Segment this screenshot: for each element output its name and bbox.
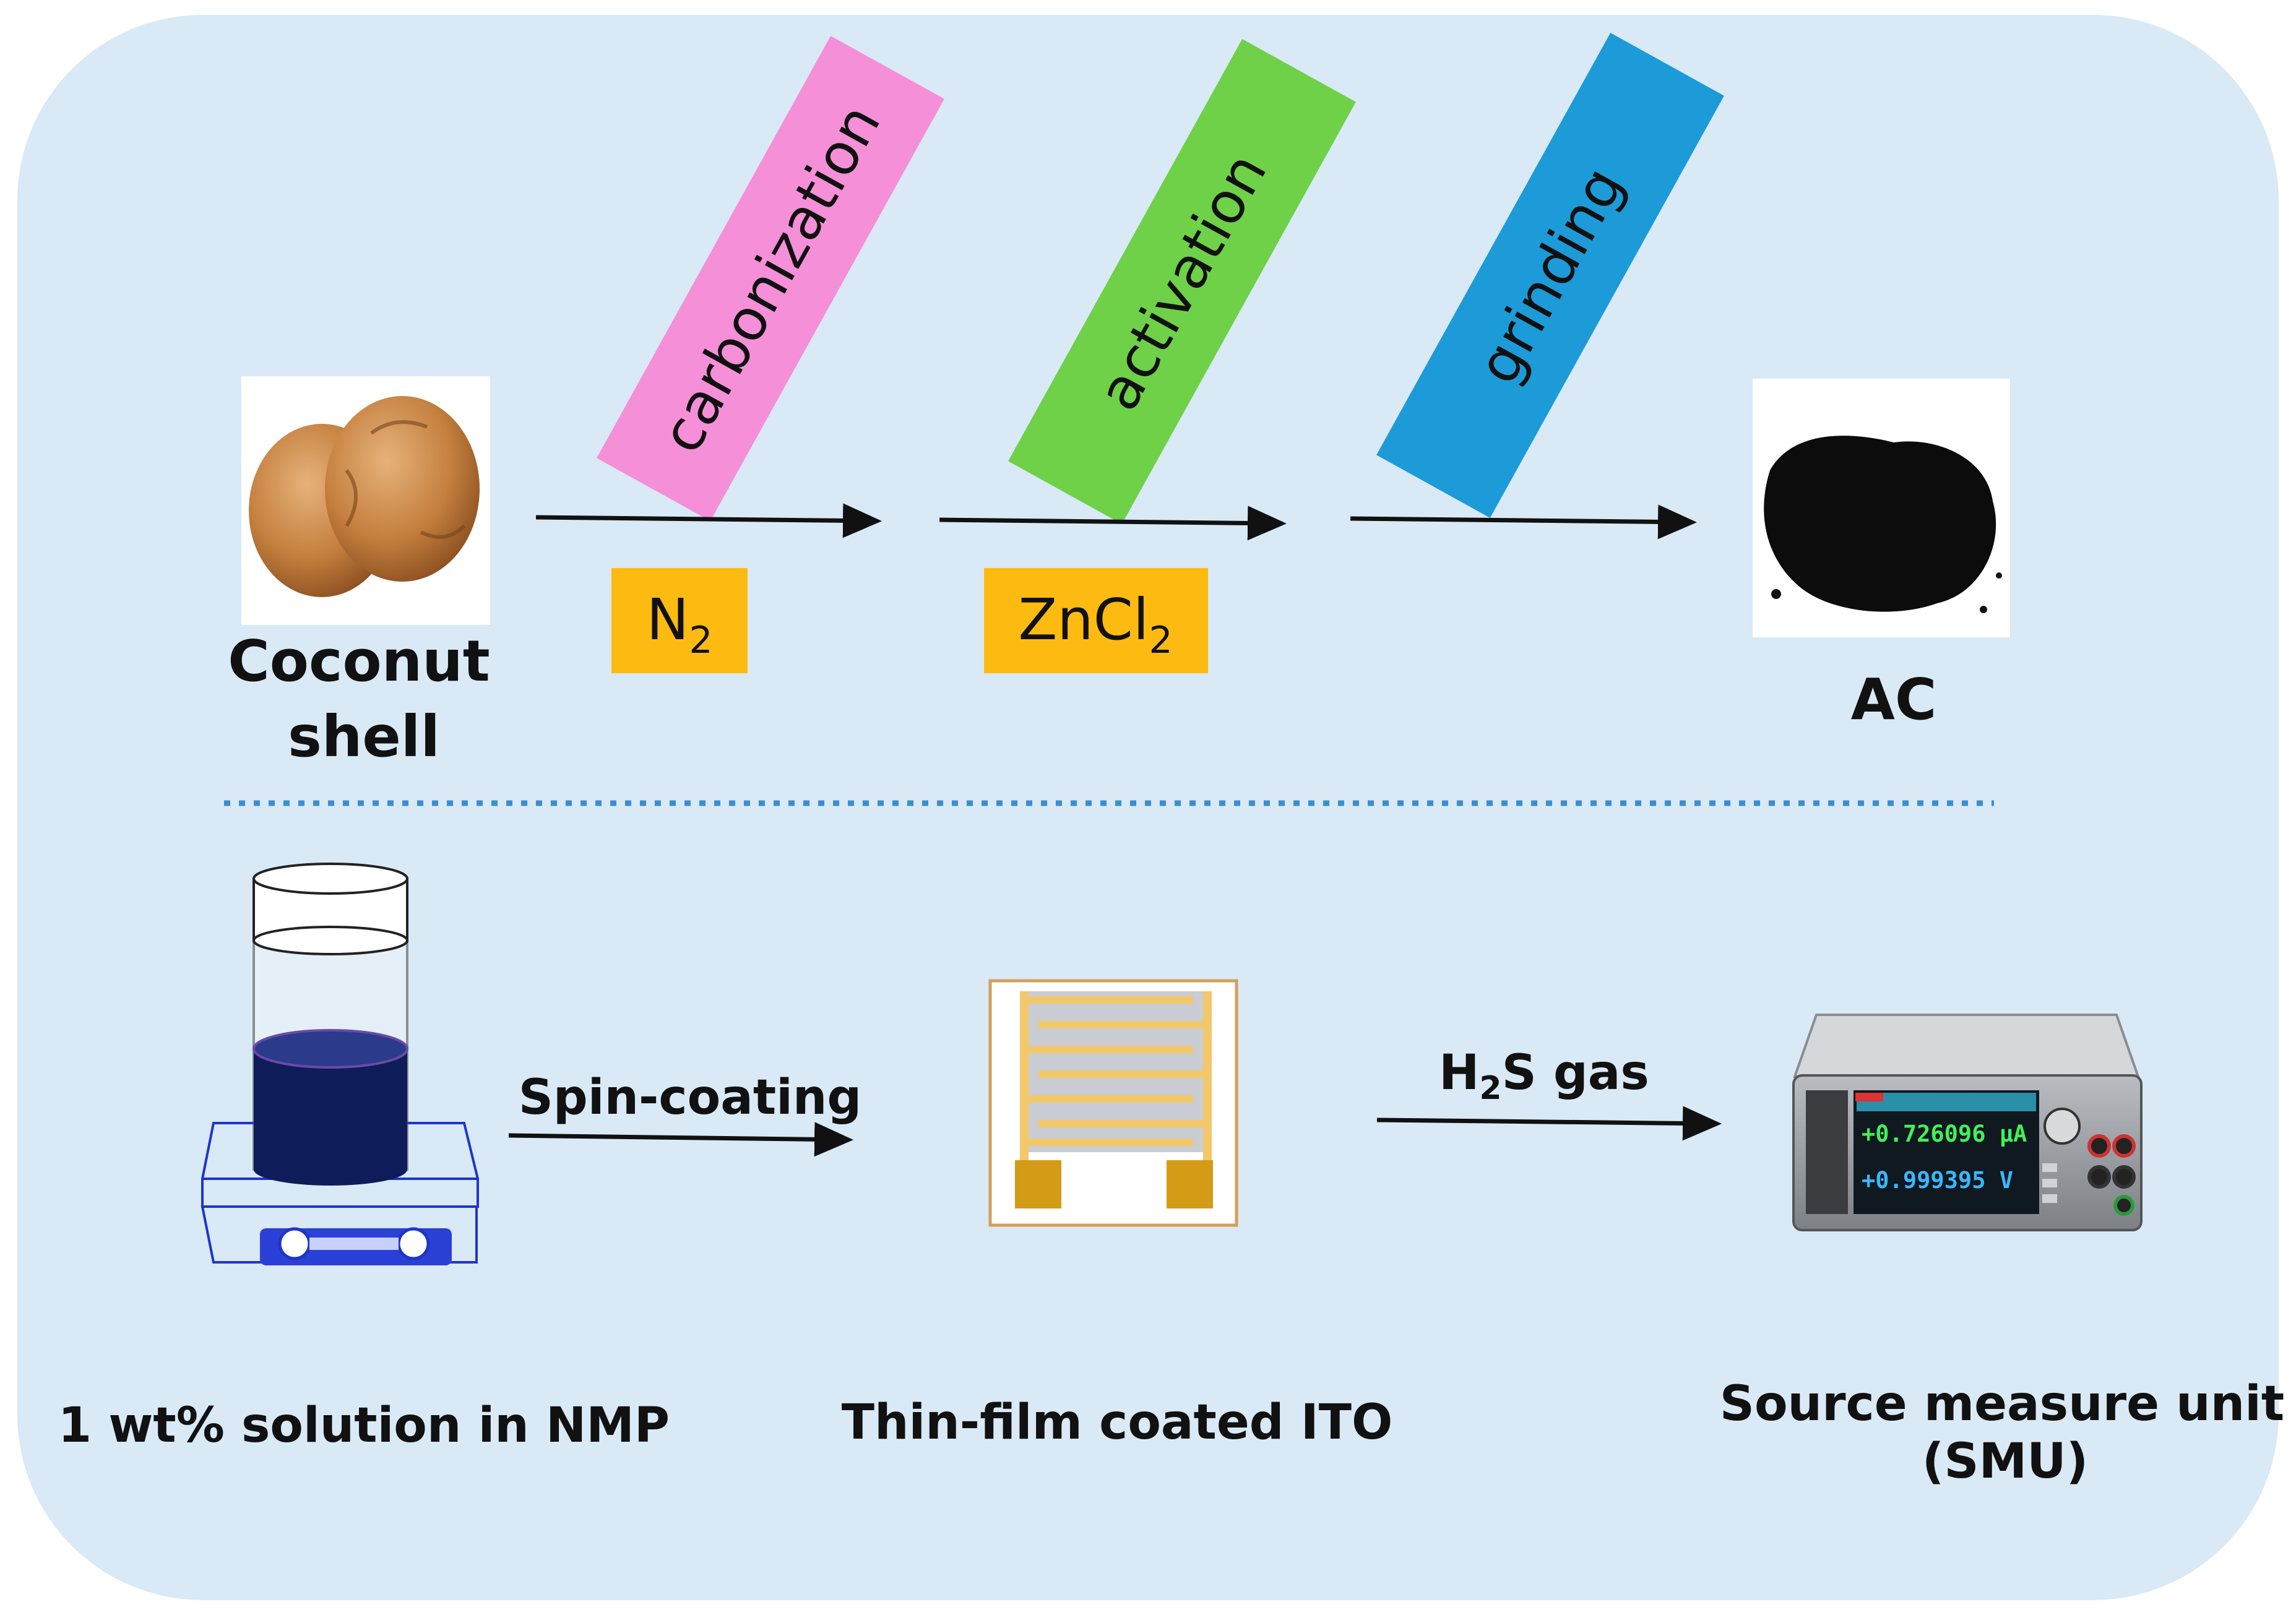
svg-text:ZnCl2: ZnCl2	[1018, 587, 1172, 662]
reagent-zncl2-label: ZnCl	[1018, 587, 1149, 653]
reagent-n2-box: N2	[611, 568, 748, 673]
svg-text:H2S gas: H2S gas	[1439, 1045, 1649, 1107]
reagent-zncl2-subscript: 2	[1149, 619, 1172, 662]
thin-film-electrode-image	[988, 979, 1238, 1227]
h2s-label-sub: 2	[1479, 1070, 1501, 1107]
smu-voltage-readout: +0.999395 V	[1862, 1167, 2013, 1194]
coconut-label-line1: Coconut	[228, 628, 490, 694]
activation-arrow	[939, 506, 1287, 541]
spin-coating-label: Spin-coating	[519, 1070, 862, 1126]
source-measure-unit-image: +0.726096 μA +0.999395 V	[1792, 1014, 2143, 1231]
reagent-n2-label: N	[646, 587, 689, 653]
background-panel	[17, 15, 2279, 1600]
solution-label: 1 wt% solution in NMP	[58, 1398, 670, 1454]
reagent-n2-subscript: 2	[689, 619, 712, 662]
activated-carbon-image	[1753, 379, 2010, 637]
smu-current-readout: +0.726096 μA	[1862, 1121, 2027, 1147]
coconut-label-line2: shell	[288, 704, 440, 770]
svg-text:N2: N2	[646, 587, 712, 662]
film-label: Thin-film coated ITO	[842, 1395, 1393, 1450]
spin-coating-arrow	[508, 1122, 853, 1157]
h2s-gas-arrow	[1376, 1106, 1722, 1141]
smu-label-line2: (SMU)	[1922, 1434, 2088, 1489]
grinding-arrow	[1350, 504, 1697, 540]
h2s-label-pre: H	[1439, 1045, 1479, 1101]
h2s-label-post: S gas	[1502, 1045, 1649, 1101]
hotplate-solution-image	[201, 863, 479, 1265]
smu-label-line1: Source measure unit	[1720, 1376, 2284, 1432]
coconut-shell-image	[241, 376, 490, 625]
carbonization-arrow	[535, 503, 882, 538]
product-label: AC	[1851, 666, 1937, 733]
reagent-zncl2-box: ZnCl2	[984, 568, 1208, 673]
